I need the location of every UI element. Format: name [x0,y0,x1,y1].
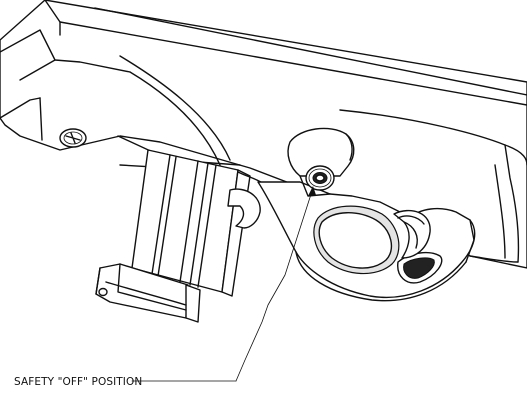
trigger-guard [257,181,476,302]
safety-button-icon [305,165,335,191]
magazine-release-dot [98,287,108,297]
receiver-body [0,0,527,269]
magazine [95,149,251,323]
receiver-screw-icon [59,128,87,148]
callout-arrowhead [308,186,316,196]
safety-off-callout: SAFETY "OFF" POSITION [14,186,316,388]
callout-label: SAFETY "OFF" POSITION [14,376,142,388]
callout-leader-line [235,187,314,382]
